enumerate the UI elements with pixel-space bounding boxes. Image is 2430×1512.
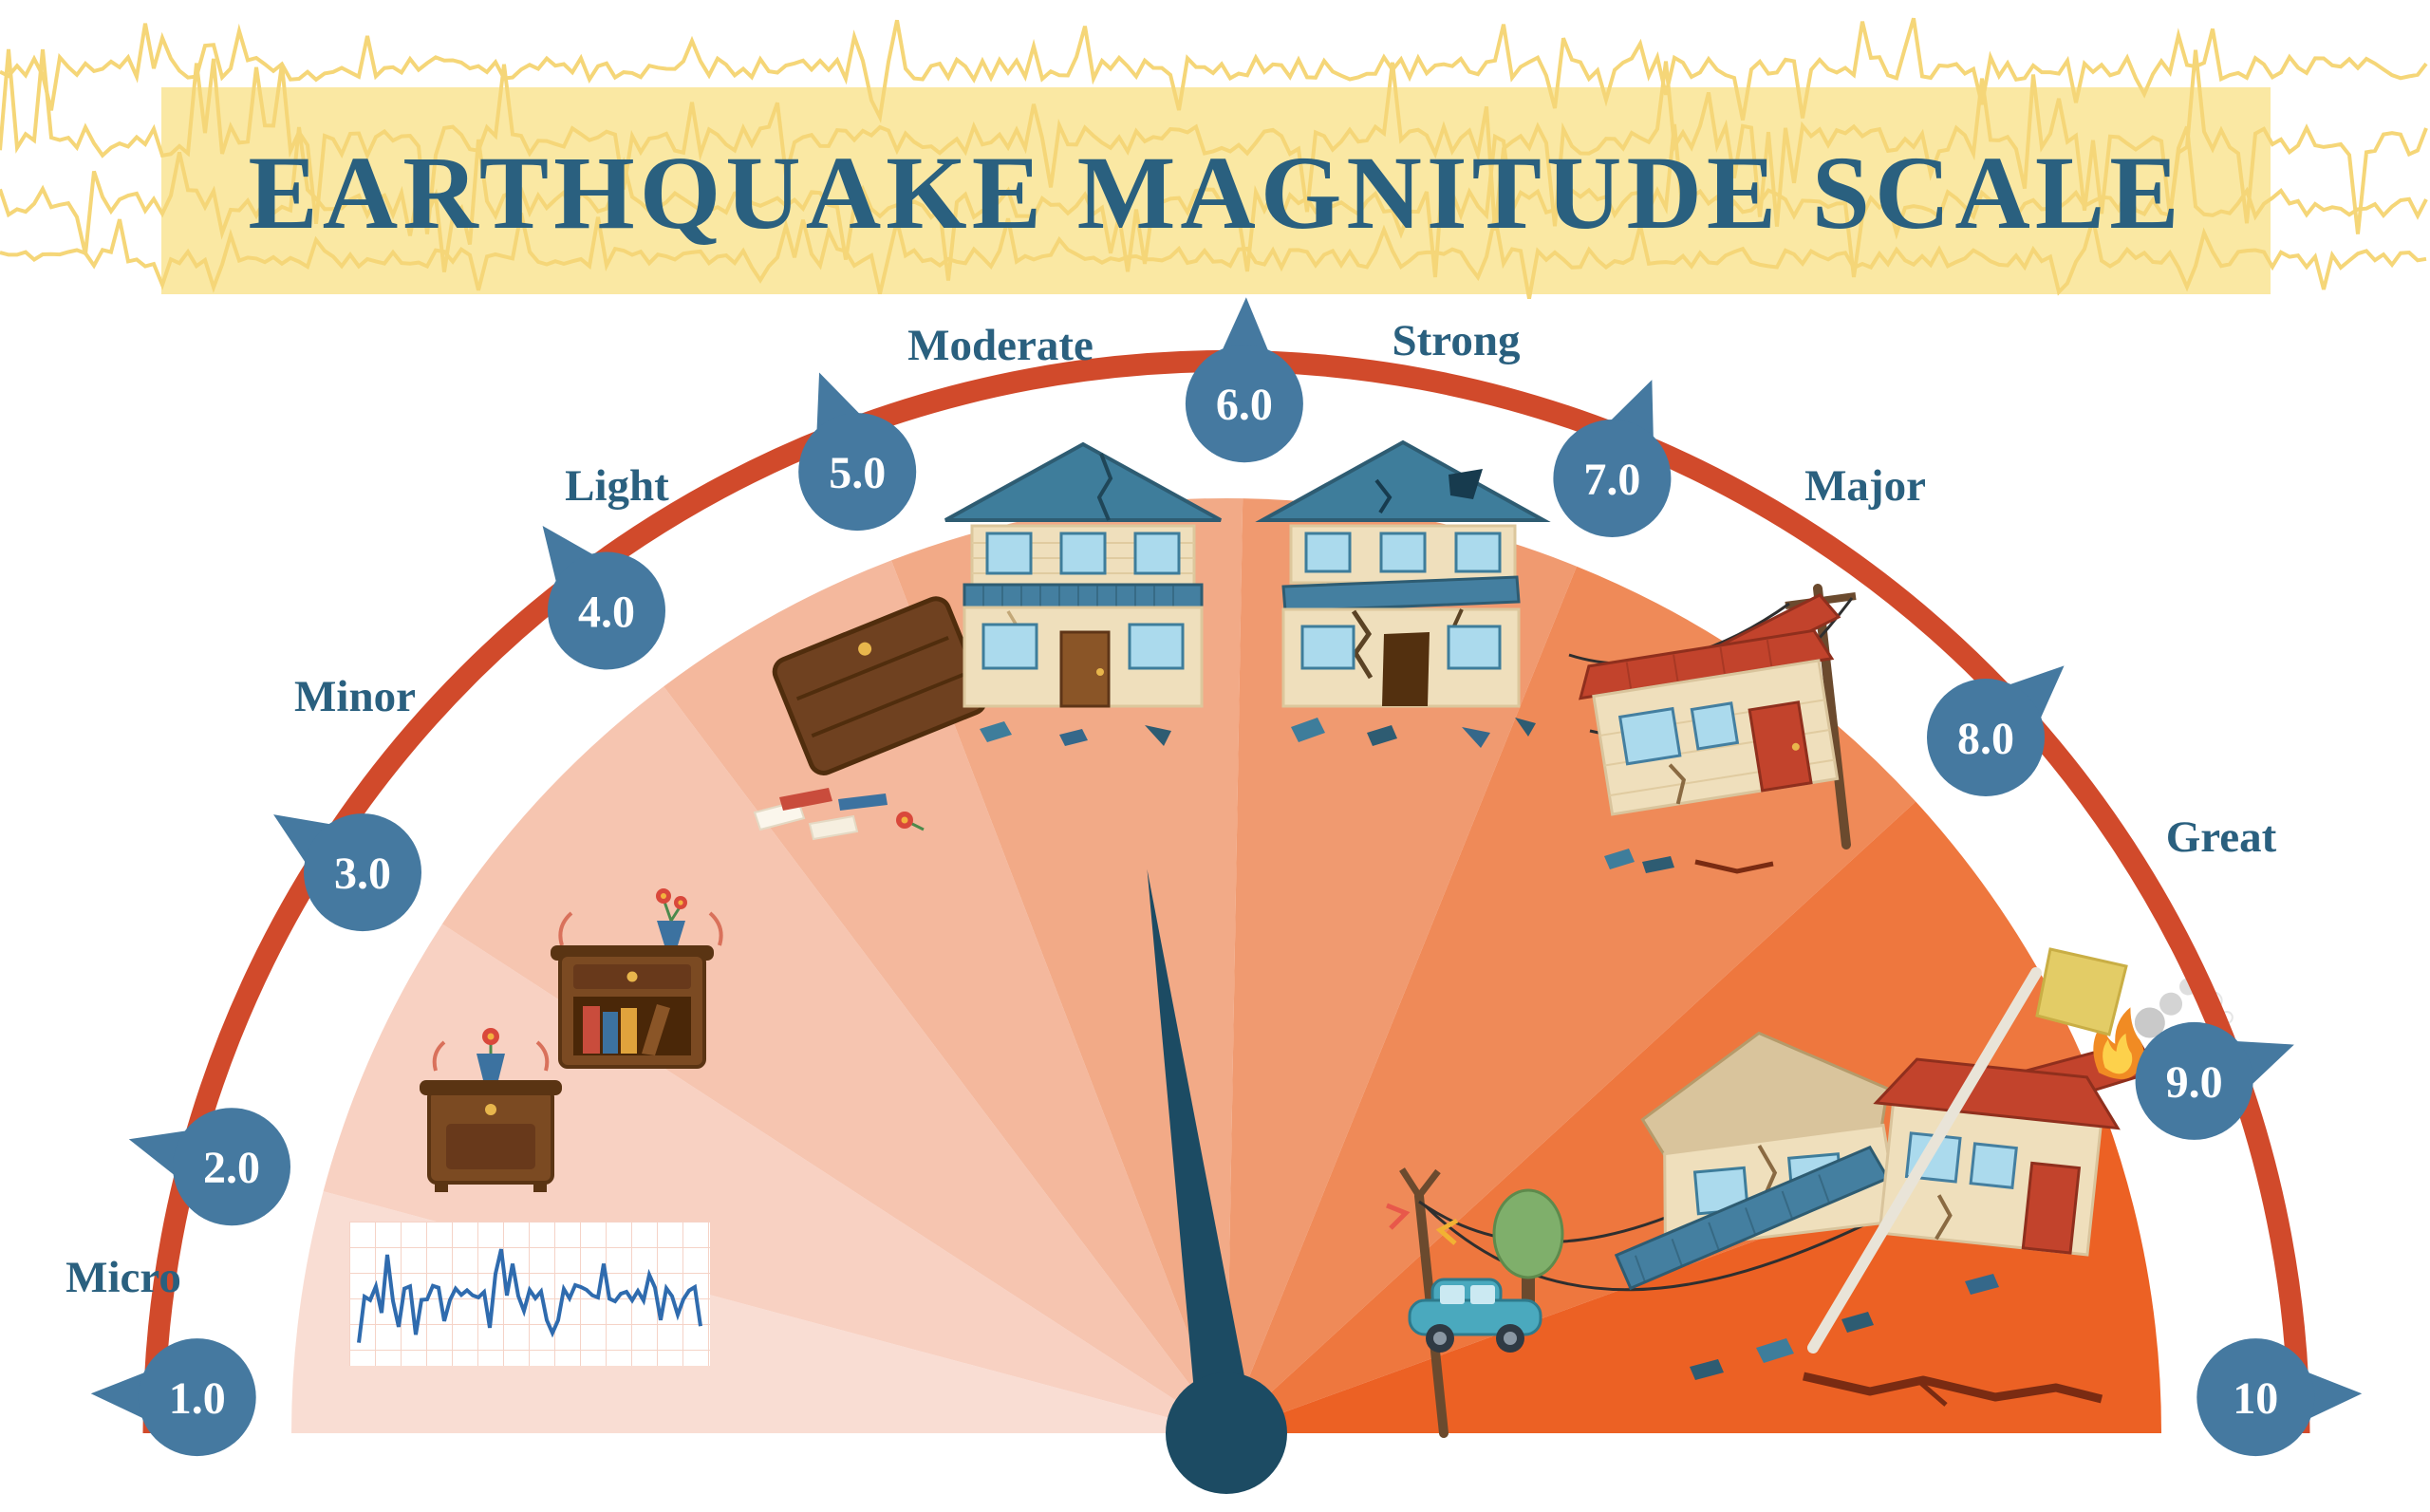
marker-circle — [798, 413, 917, 532]
gauge-wedge-2 — [323, 924, 1227, 1433]
window — [1617, 706, 1682, 766]
shake-motion-lines — [432, 1040, 550, 1072]
roof-crack — [1096, 453, 1113, 521]
magnitude-marker-9: 9.0 — [2135, 1021, 2294, 1140]
pole — [1813, 584, 1851, 849]
great-destruction-scene — [1386, 947, 2234, 1438]
flower-vase — [657, 921, 685, 945]
needle-pivot — [1166, 1372, 1287, 1494]
drawer-knob — [858, 642, 872, 656]
magnitude-marker-8: 8.0 — [1927, 665, 2065, 796]
gauge-wedge-3 — [441, 686, 1226, 1433]
marker-value: 8.0 — [1957, 714, 2014, 764]
marker-circle — [304, 813, 421, 932]
window — [985, 532, 1033, 575]
house-major-debris — [1604, 849, 1774, 874]
gauge-wedge-4 — [664, 560, 1226, 1433]
house-strong-damage-illustration — [1255, 439, 1551, 748]
marker-circle — [138, 1338, 256, 1457]
marker-circle — [2135, 1021, 2253, 1140]
awning-tilted — [1281, 575, 1521, 613]
category-label-minor: Minor — [294, 672, 416, 721]
awning — [963, 583, 1204, 609]
roof — [1873, 1057, 2121, 1130]
category-label-major: Major — [1804, 461, 1926, 511]
magnitude-marker-2: 2.0 — [128, 1108, 290, 1226]
fallen-book — [779, 788, 832, 811]
marker-value: 10 — [2233, 1373, 2278, 1424]
magnitude-marker-5: 5.0 — [798, 372, 917, 532]
seismograph-trace-line — [357, 1248, 702, 1343]
sagging-roof — [1640, 1031, 1890, 1158]
category-label-strong: Strong — [1393, 316, 1521, 365]
category-label-great: Great — [2166, 812, 2277, 862]
gauge-needle — [1147, 868, 1255, 1438]
page-title: EARTHQUAKE MAGNITUDE SCALE — [248, 135, 2183, 251]
shake-motion-lines — [558, 911, 723, 946]
nightstand-large-illustration — [551, 888, 723, 1069]
marker-circle — [2196, 1338, 2315, 1457]
window — [1304, 532, 1352, 573]
category-label-micro: Micro — [65, 1253, 181, 1302]
spilled-items-illustration — [753, 788, 925, 841]
magnitude-marker-3: 3.0 — [273, 813, 421, 932]
marker-value: 4.0 — [578, 588, 635, 638]
marker-circle — [173, 1108, 290, 1226]
marker-value: 6.0 — [1216, 380, 1273, 430]
marker-value: 9.0 — [2166, 1057, 2223, 1108]
seismic-wave-line — [0, 212, 2427, 299]
roof — [944, 441, 1222, 522]
category-label-light: Light — [565, 461, 669, 511]
drawer-knob — [626, 971, 638, 982]
seismic-wave-line — [0, 48, 2428, 234]
flower-vase — [477, 1054, 505, 1080]
marker-circle — [1185, 345, 1303, 463]
drawer-knob — [485, 1104, 496, 1115]
book — [583, 1006, 600, 1054]
ground-crack — [1694, 859, 1774, 874]
collapsed-house-illustration — [1614, 1031, 1901, 1291]
marker-value: 1.0 — [169, 1373, 226, 1424]
red-door — [2021, 1161, 2082, 1255]
magnitude-marker-1: 1.0 — [90, 1338, 256, 1457]
house-major-damage-illustration — [1579, 593, 1841, 816]
seismic-wave-line — [0, 123, 2428, 281]
red-door — [1748, 700, 1813, 793]
debris — [1756, 1338, 1794, 1363]
wall-crack — [1668, 763, 1687, 805]
marker-value: 7.0 — [1583, 455, 1640, 505]
magnitude-marker-4: 4.0 — [542, 526, 665, 670]
marker-circle — [548, 551, 665, 670]
nightstand-small-illustration — [420, 1028, 562, 1192]
flame-icon — [2093, 1007, 2144, 1079]
seismic-waves-decoration — [0, 17, 2428, 299]
debris — [980, 721, 1012, 742]
debris — [1291, 718, 1325, 742]
door — [1382, 632, 1430, 706]
marker-value: 5.0 — [829, 448, 886, 498]
marker-value: 2.0 — [203, 1143, 260, 1193]
fallen-dresser-illustration — [772, 596, 987, 775]
magnitude-marker-7: 7.0 — [1553, 380, 1672, 537]
roof — [1255, 439, 1551, 522]
marker-circle — [1553, 420, 1672, 537]
ground-crack — [1802, 1372, 2103, 1404]
roof-hole — [1449, 469, 1483, 499]
house-moderate-damage-illustration — [944, 441, 1222, 746]
marker-circle — [1927, 679, 2045, 796]
fallen-wall-panel — [2035, 947, 2128, 1036]
seismograph-illustration — [349, 1222, 710, 1366]
seismic-wave-line — [0, 17, 2428, 123]
spark — [1386, 1203, 1411, 1230]
car-illustration — [1408, 1278, 1542, 1353]
category-label-moderate: Moderate — [907, 321, 1094, 370]
magnitude-marker-10: 10 — [2196, 1338, 2363, 1457]
fallen-beam — [1807, 967, 2042, 1353]
wall-crack — [1351, 609, 1374, 680]
marker-value: 3.0 — [334, 849, 391, 899]
magnitude-marker-6: 6.0 — [1185, 297, 1303, 463]
